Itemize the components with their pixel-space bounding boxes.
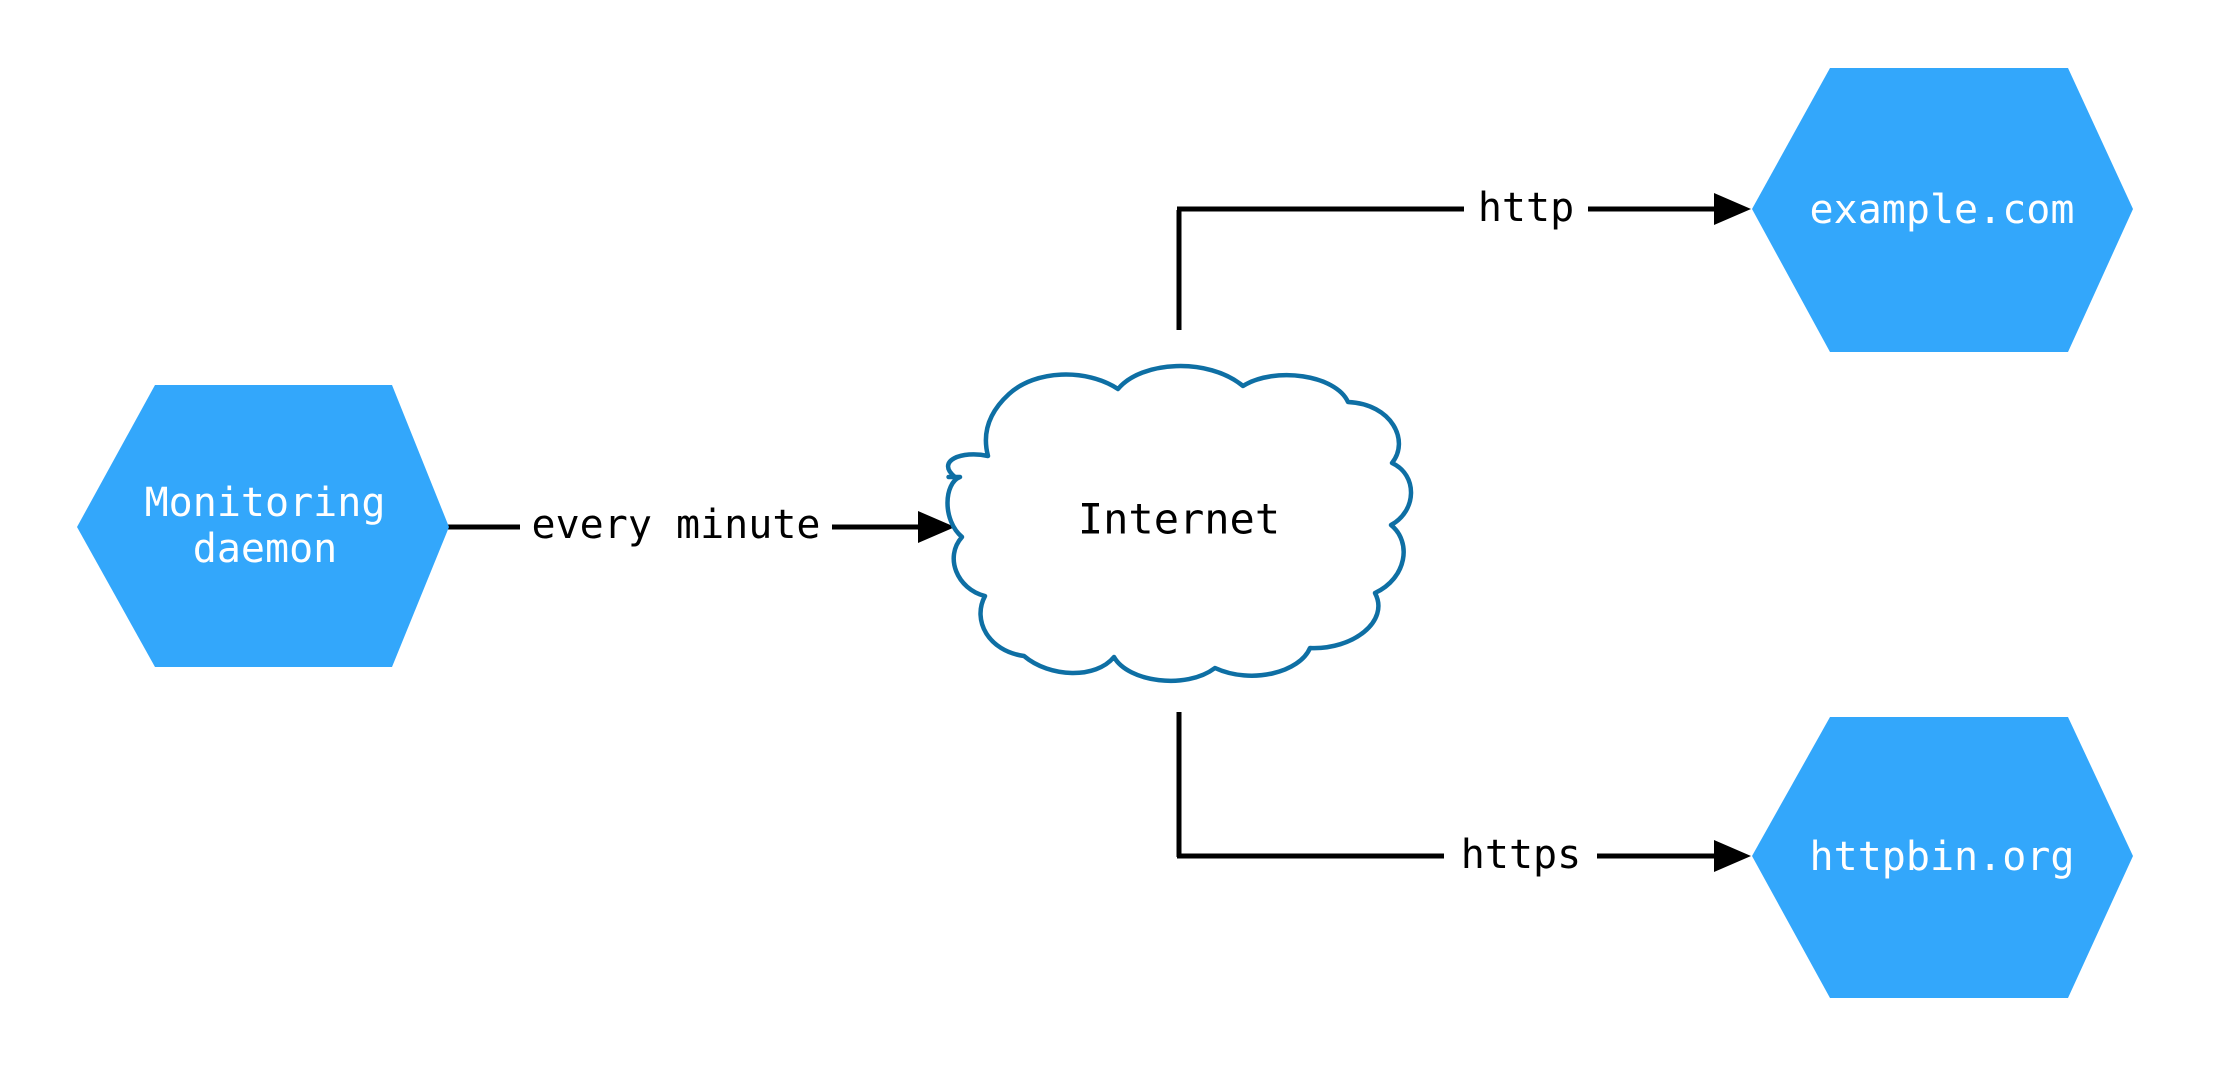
hexagon-shape: [77, 385, 449, 667]
edge-daemon-to-internet[interactable]: every minute: [448, 502, 955, 548]
node-label-httpbin-org: httpbin.org: [1810, 834, 2075, 880]
node-example-com[interactable]: example.com: [1752, 68, 2133, 352]
node-label-line-2: daemon: [193, 526, 338, 572]
hexagon-shape: [1752, 68, 2133, 352]
node-label-line-1: Monitoring: [145, 480, 386, 526]
hexagon-shape: [1752, 717, 2133, 998]
cloud-shape: [945, 363, 1414, 684]
arrow-head-icon: [1714, 840, 1751, 872]
arrow-head-icon: [918, 511, 955, 543]
node-httpbin-org[interactable]: httpbin.org: [1752, 717, 2133, 998]
node-label-example-com: example.com: [1810, 187, 2075, 233]
edge-label-https: https: [1461, 832, 1581, 878]
edge-label-http: http: [1478, 185, 1574, 231]
arrow-head-icon: [1714, 193, 1751, 225]
node-label-internet: Internet: [1078, 495, 1280, 544]
node-monitoring-daemon[interactable]: Monitoring daemon: [77, 385, 449, 667]
edge-internet-to-httpbin[interactable]: https: [1176, 712, 1751, 878]
edge-internet-to-example[interactable]: http: [1176, 185, 1751, 330]
node-internet-cloud[interactable]: Internet: [945, 363, 1414, 684]
edge-label-every-minute: every minute: [532, 502, 821, 548]
